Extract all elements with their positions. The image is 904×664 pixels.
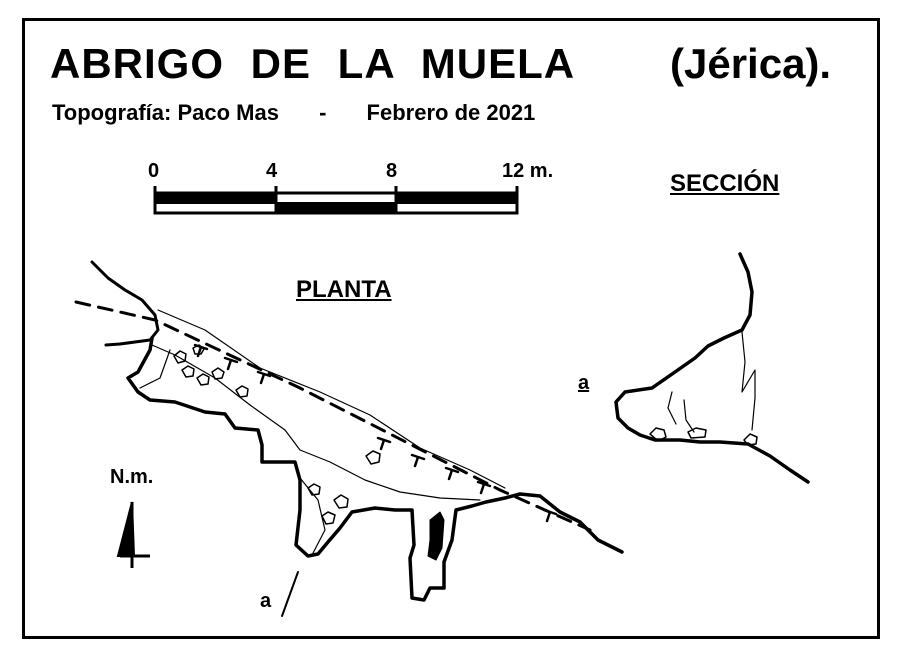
plan-cut-line [281, 571, 299, 617]
scale-tick-12: 12 m. [502, 160, 554, 182]
section-view [614, 252, 810, 484]
scale-bar [153, 186, 519, 215]
map-title: ABRIGO DE LA MUELA [50, 40, 576, 87]
plan-dripline [74, 300, 592, 532]
plan-contour-middle [151, 344, 481, 501]
credits-separator: - [319, 100, 327, 125]
map-frame [22, 18, 880, 639]
scale-tick-0: 0 [148, 160, 160, 182]
plan-contour-upper [157, 309, 506, 489]
plan-step-ticks [193, 343, 558, 523]
plan-cut-label: a [260, 590, 272, 612]
scale-tick-4: 4 [266, 160, 278, 182]
section-cut-label: a [578, 372, 590, 394]
location-label: (Jérica). [670, 40, 832, 87]
section-inner-lines [667, 391, 695, 433]
plan-boulders [173, 344, 381, 525]
plan-heading: PLANTA [296, 276, 392, 303]
section-heading: SECCIÓN [670, 170, 780, 197]
north-arrow-icon [116, 501, 150, 568]
section-outline [614, 252, 810, 484]
author-credit: Topografía: Paco Mas [52, 100, 279, 125]
credits-line: Topografía: Paco Mas - Febrero de 2021 [52, 100, 535, 126]
survey-date: Febrero de 2021 [366, 100, 536, 125]
plan-upper-wall [90, 260, 160, 347]
section-contour [741, 331, 756, 431]
plan-floor-wall [126, 336, 624, 602]
scale-tick-8: 8 [386, 160, 398, 182]
plan-dark-pit [427, 511, 445, 561]
north-label: N.m. [110, 466, 154, 488]
section-boulders [649, 427, 758, 446]
plan-view [74, 260, 624, 617]
